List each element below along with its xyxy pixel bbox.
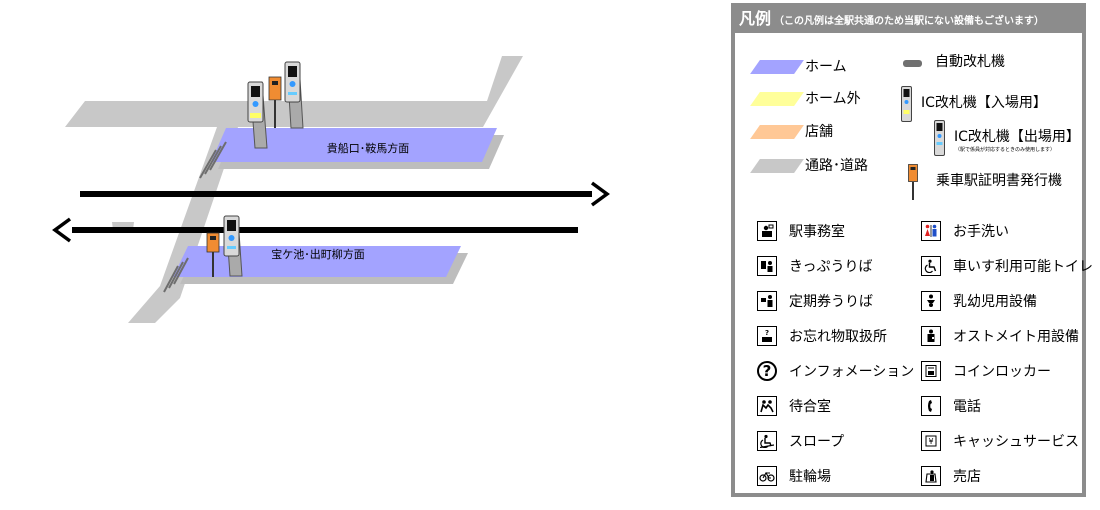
passage-legend-label: 通路･道路 (805, 158, 868, 174)
restroom-icon (921, 221, 941, 241)
ic-gate-exit (284, 61, 304, 129)
cash-service-label: キャッシュサービス (953, 434, 1079, 450)
facility-slope: スロープ (757, 428, 844, 454)
stairs-platform-2 (163, 257, 189, 293)
baby-care-icon (921, 291, 941, 311)
shop-swatch (750, 125, 804, 139)
facility-baby-care: 乳幼児用設備 (921, 288, 1037, 314)
platform-1 (211, 128, 497, 162)
station-office-icon (757, 221, 777, 241)
commuter-pass-office-label: 定期券うりば (789, 294, 873, 310)
facility-lost-and-found: ? お忘れ物取扱所 (757, 323, 887, 349)
ic-gate-entry-icon (901, 86, 912, 122)
information-label: インフォメーション (789, 364, 915, 380)
information-icon: ? (757, 361, 777, 381)
waiting-room-icon (757, 396, 777, 416)
station-office-label: 駅事務室 (789, 224, 845, 240)
platform-1-direction-label: 貴船口･鞍馬方面 (327, 141, 410, 155)
legend-panel: 凡例 （この凡例は全駅共通のため当駅にない設備もございます） ホーム ホーム外 … (731, 3, 1093, 497)
track-to-kurama (80, 181, 610, 207)
shop-label: 売店 (953, 469, 981, 485)
facility-shop: 売店 (921, 463, 981, 489)
svg-text:¥: ¥ (928, 437, 933, 446)
facility-telephone: 電話 (921, 393, 981, 419)
baby-care-label: 乳幼児用設備 (953, 294, 1037, 310)
ic-gate-exit-note: （駅で係員が対応するときのみ使用します） (955, 147, 1056, 153)
ic-gate-entry-label: IC改札機【入場用】 (921, 95, 1047, 111)
certificate-issuer-icon (908, 164, 918, 200)
ostomate-label: オストメイト用設備 (953, 329, 1079, 345)
ic-gate-exit-icon (934, 120, 945, 156)
auto-gate-label: 自動改札機 (935, 54, 1005, 70)
slope-icon (757, 431, 777, 451)
ostomate-icon (921, 326, 941, 346)
shop-icon (921, 466, 941, 486)
certificate-issuer-label: 乗車駅証明書発行機 (936, 173, 1062, 189)
facility-station-office: 駅事務室 (757, 218, 845, 244)
shop-legend-label: 店舗 (805, 124, 833, 140)
waiting-room-label: 待合室 (789, 399, 831, 415)
facility-ostomate: オストメイト用設備 (921, 323, 1079, 349)
facility-commuter-pass-office: 定期券うりば (757, 288, 873, 314)
facility-information: ? インフォメーション (757, 358, 914, 384)
ticket-office-icon (757, 256, 777, 276)
legend-note: （この凡例は全駅共通のため当駅にない設備もございます） (774, 16, 1045, 27)
cash-service-icon: ¥ (921, 431, 941, 451)
outside-platform-legend-label: ホーム外 (805, 91, 861, 107)
coin-locker-label: コインロッカー (953, 364, 1051, 380)
wheelchair-toilet-label: 車いす利用可能トイレ (953, 259, 1093, 275)
platform-2 (173, 246, 461, 277)
telephone-icon (921, 396, 941, 416)
outside-platform-swatch (750, 92, 804, 106)
facility-coin-locker: コインロッカー (921, 358, 1051, 384)
legend-header: 凡例 （この凡例は全駅共通のため当駅にない設備もございます） (735, 7, 1082, 33)
auto-gate-icon (903, 60, 922, 67)
telephone-label: 電話 (953, 399, 981, 415)
facility-bicycle-parking: 駐輪場 (757, 463, 831, 489)
svg-text:?: ? (765, 329, 769, 337)
platform-swatch (750, 60, 804, 74)
platform-legend-label: ホーム (805, 59, 847, 75)
coin-locker-icon (921, 361, 941, 381)
ic-gate-platform-2 (223, 215, 243, 277)
restroom-label: お手洗い (953, 224, 1009, 240)
certificate-issuer-1 (268, 76, 282, 128)
lost-and-found-label: お忘れ物取扱所 (789, 329, 887, 345)
facility-cash-service: ¥ キャッシュサービス (921, 428, 1079, 454)
commuter-pass-office-icon (757, 291, 777, 311)
track-to-demachiyanagi (52, 217, 578, 243)
facility-waiting-room: 待合室 (757, 393, 831, 419)
facility-wheelchair-toilet: 車いす利用可能トイレ (921, 253, 1093, 279)
wheelchair-toilet-icon (921, 256, 941, 276)
stairs-platform-1 (199, 141, 227, 179)
slope-label: スロープ (789, 434, 845, 450)
passage-swatch (750, 159, 804, 173)
legend-title: 凡例 (739, 9, 772, 28)
platform-2-direction-label: 宝ケ池･出町柳方面 (271, 247, 365, 261)
facility-restroom: お手洗い (921, 218, 1009, 244)
facility-ticket-office: きっぷうりば (757, 253, 872, 279)
bicycle-parking-icon (757, 466, 777, 486)
ticket-office-label: きっぷうりば (789, 259, 873, 275)
ic-gate-entry (247, 81, 268, 149)
bicycle-parking-label: 駐輪場 (789, 469, 831, 485)
station-map: 貴船口･鞍馬方面 宝ケ池･出町柳方面 (52, 56, 610, 323)
ic-gate-exit-label: IC改札機【出場用】 (954, 129, 1080, 145)
upper-passage (65, 56, 523, 323)
certificate-issuer-2 (206, 232, 220, 277)
lost-and-found-icon: ? (757, 326, 777, 346)
